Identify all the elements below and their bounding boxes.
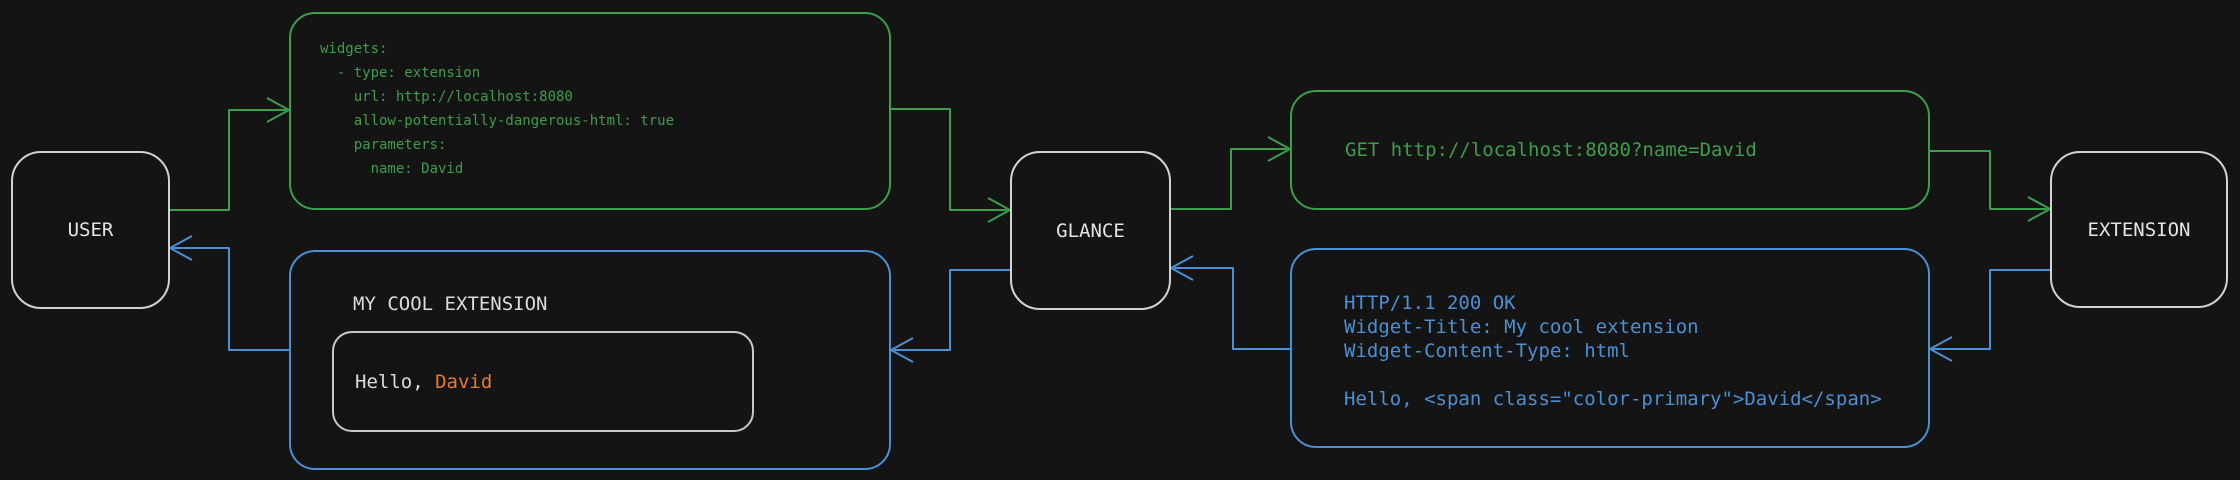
glance-node-label: GLANCE [1056, 219, 1125, 242]
greeting-name: David [435, 370, 493, 393]
arrow-user-to-config [170, 97, 290, 211]
arrow-request-to-extension [1930, 150, 2051, 222]
widget-greeting-box: Hello, David [332, 331, 754, 432]
arrow-glance-to-request [1171, 136, 1291, 210]
code-line: Hello, <span class="color-primary">David… [1344, 388, 1882, 410]
http-request-box: GET http://localhost:8080?name=David [1290, 90, 1930, 210]
widget-preview-title: MY COOL EXTENSION [353, 293, 548, 315]
code-line: allow-potentially-dangerous-html: true [320, 113, 675, 129]
arrow-glance-to-preview [890, 269, 1010, 363]
code-line: name: David [320, 161, 464, 177]
code-line [1344, 363, 1882, 387]
http-response-box: HTTP/1.1 200 OK Widget-Title: My cool ex… [1290, 248, 1930, 448]
arrow-extension-to-response [1929, 269, 2050, 362]
code-line: Widget-Title: My cool extension [1344, 316, 1699, 338]
code-line: widgets: [320, 41, 388, 57]
widget-preview-box: MY COOL EXTENSION Hello, David [289, 250, 891, 470]
extension-node: EXTENSION [2050, 151, 2228, 308]
widgets-config-box: widgets: - type: extension url: http://l… [289, 12, 891, 210]
http-request-line: GET http://localhost:8080?name=David [1345, 139, 1757, 161]
code-line: HTTP/1.1 200 OK [1344, 292, 1516, 314]
http-response-code: HTTP/1.1 200 OK Widget-Title: My cool ex… [1344, 291, 1882, 411]
code-line: parameters: [320, 137, 447, 153]
greeting-prefix: Hello, [355, 370, 436, 393]
glance-node: GLANCE [1010, 151, 1171, 310]
arrow-config-to-glance [891, 108, 1011, 223]
extension-node-label: EXTENSION [2087, 218, 2191, 241]
arrow-preview-to-user [169, 235, 289, 351]
arrow-response-to-glance [1170, 255, 1290, 350]
user-node-label: USER [67, 219, 114, 241]
user-node: USER [11, 151, 170, 309]
code-line: Widget-Content-Type: html [1344, 340, 1630, 362]
code-line: - type: extension [320, 65, 481, 81]
widgets-config-code: widgets: - type: extension url: http://l… [320, 37, 674, 181]
code-line: url: http://localhost:8080 [320, 89, 573, 105]
